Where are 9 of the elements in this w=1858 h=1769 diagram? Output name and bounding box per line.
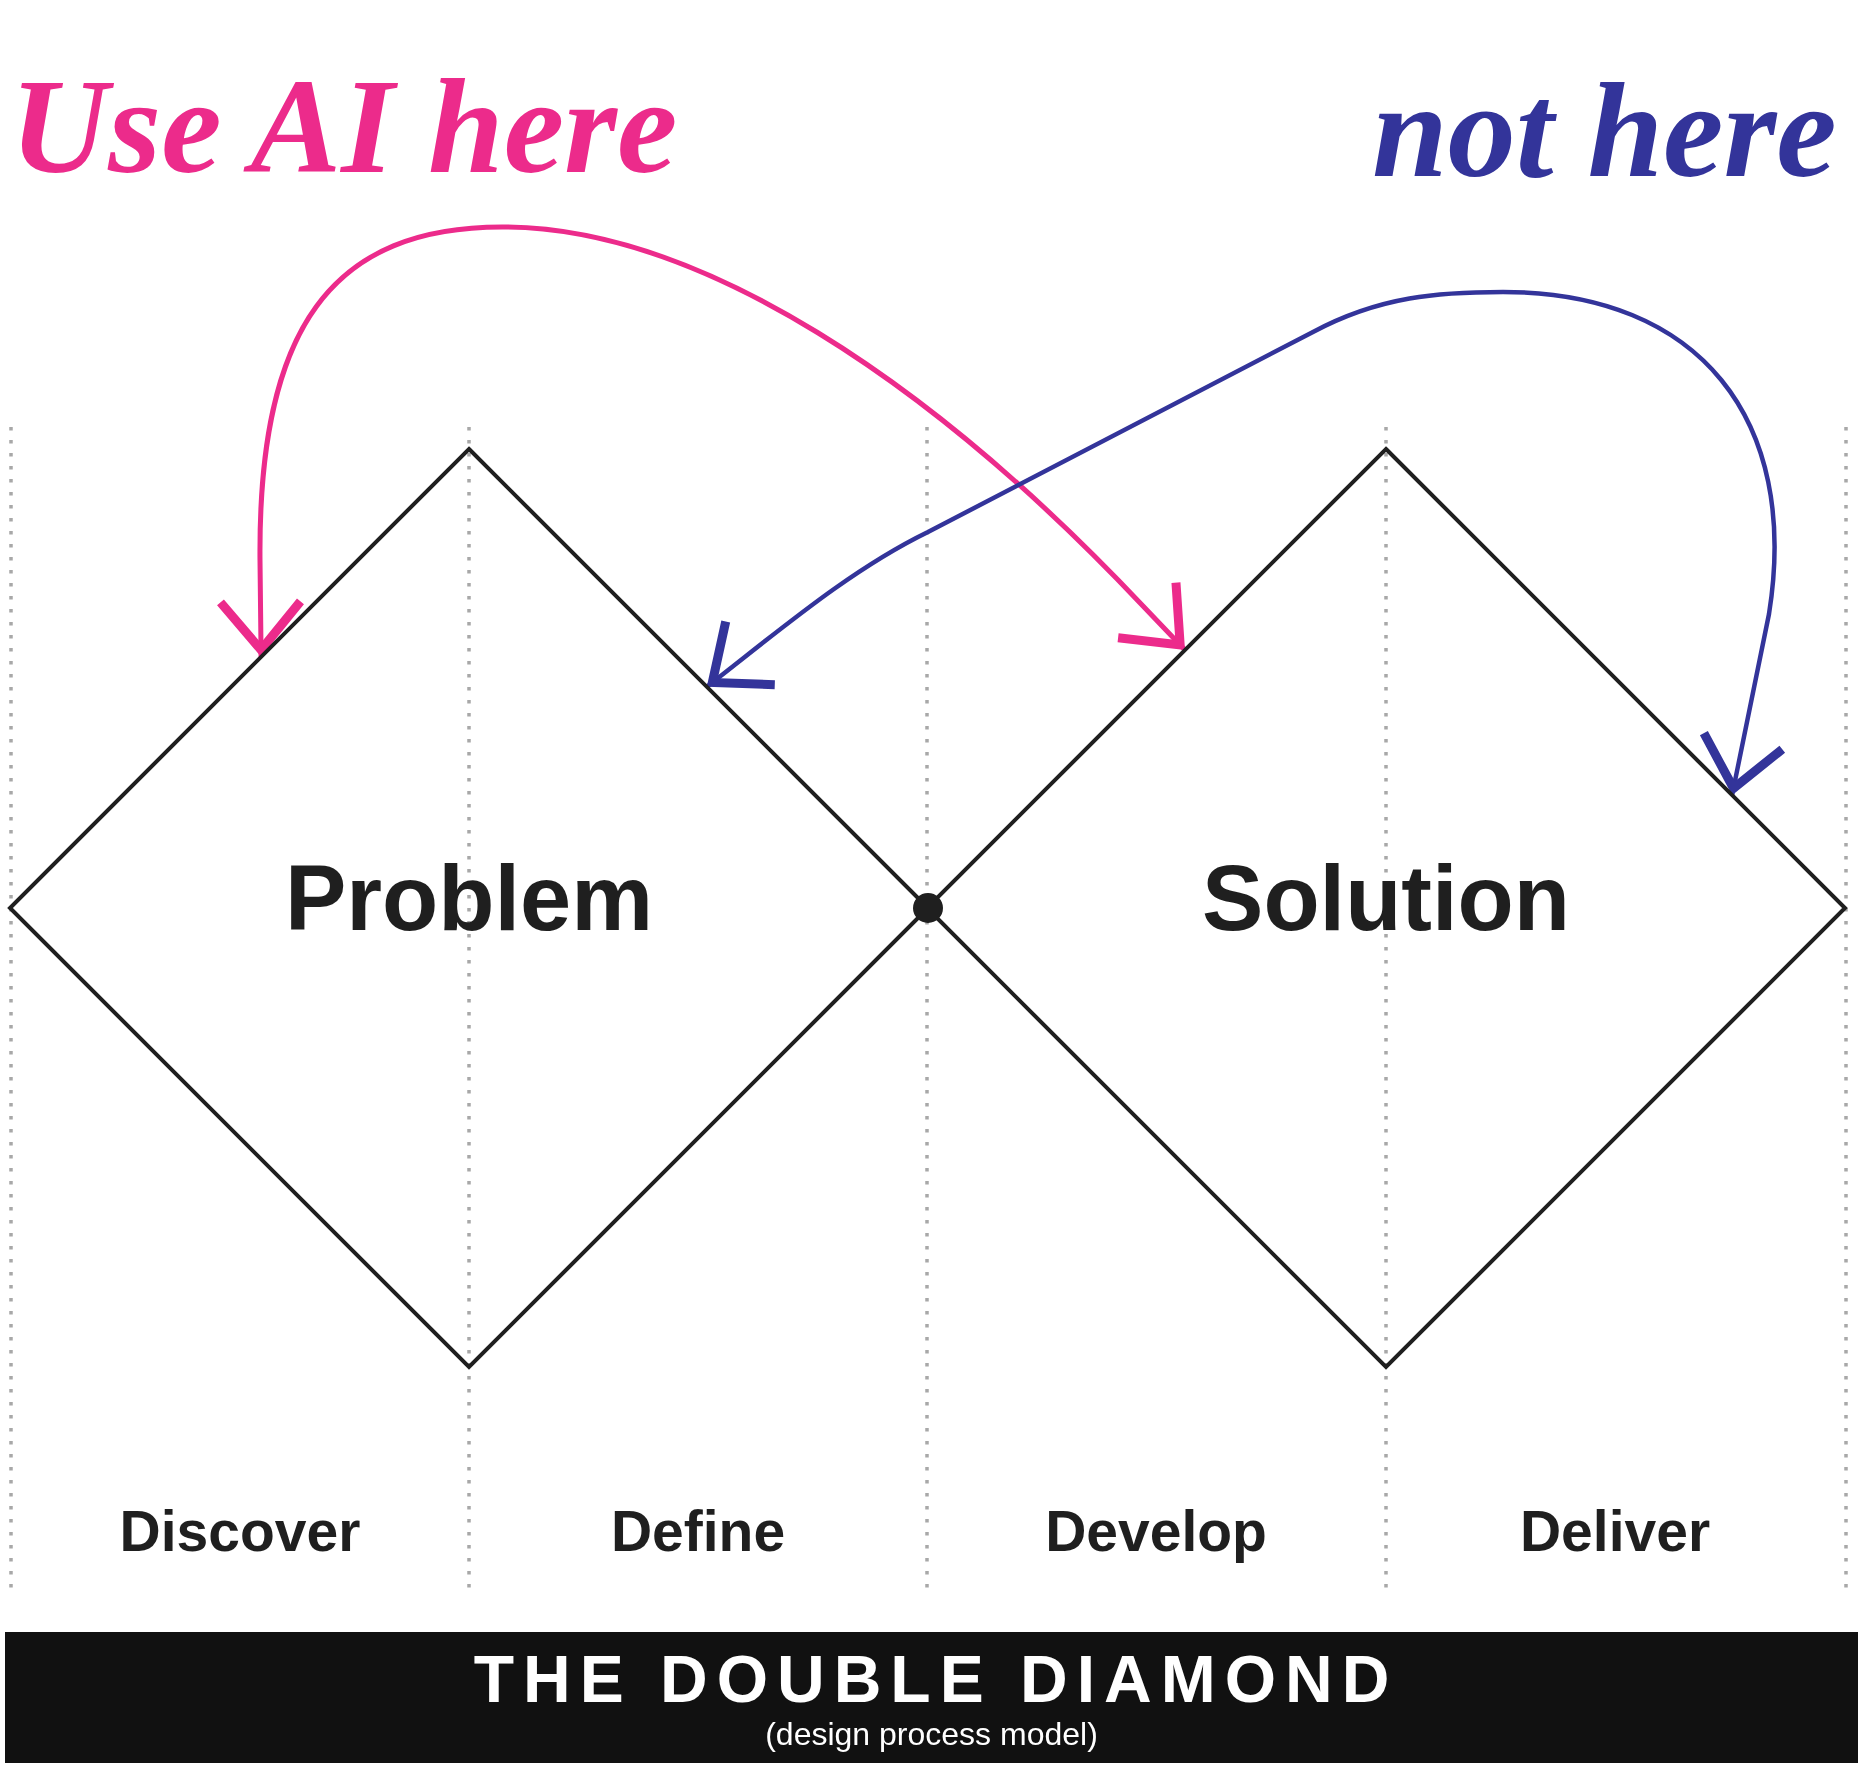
phase-label: Define — [610, 1502, 786, 1560]
diagram-caption: (design process model) — [765, 1718, 1098, 1750]
diamond-title: Problem — [284, 852, 654, 944]
diamond-title: Solution — [1202, 852, 1570, 944]
phase-label: Deliver — [1519, 1502, 1711, 1560]
diagram-title: THE DOUBLE DIAMOND — [472, 1646, 1399, 1712]
curved-arrow — [705, 289, 1787, 796]
phase-label: Discover — [119, 1502, 361, 1560]
curved-arrow — [216, 224, 1187, 657]
